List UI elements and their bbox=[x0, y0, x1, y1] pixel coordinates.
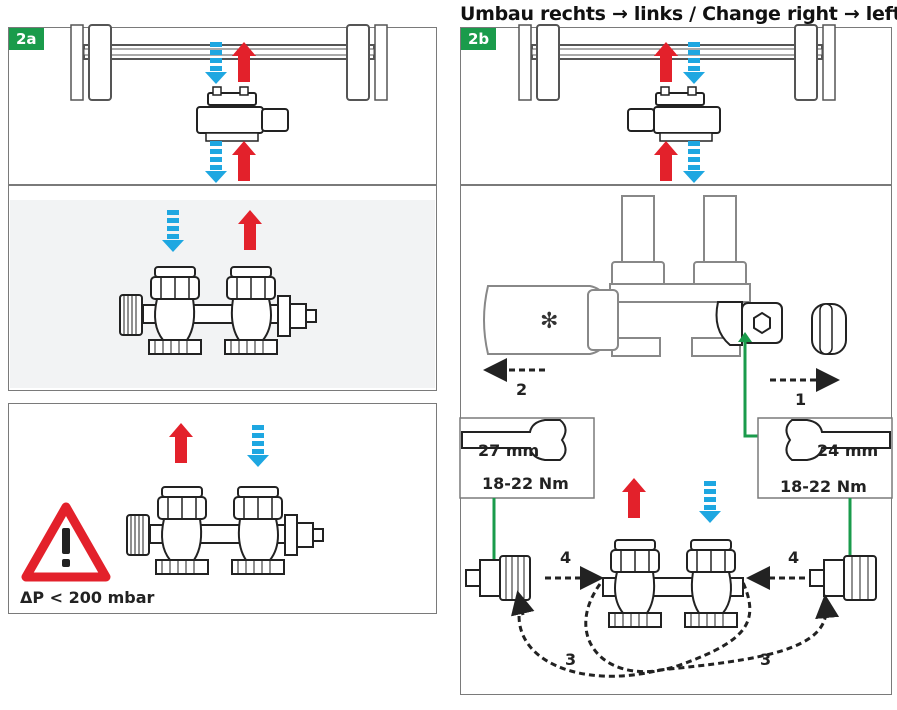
valve-block-warning bbox=[149, 486, 291, 575]
wrench-icon bbox=[461, 419, 567, 461]
valve-block-2b bbox=[602, 539, 744, 628]
red-arrow-up bbox=[622, 478, 646, 518]
panel-2a-tag: 2a bbox=[9, 28, 44, 50]
snowflake-icon: ✻ bbox=[540, 309, 558, 334]
step-label-2: 2 bbox=[516, 380, 528, 399]
radiator-illustration-2a bbox=[70, 24, 388, 101]
wrench-left-size: 27 mm bbox=[478, 441, 540, 460]
valve-insert-left bbox=[119, 294, 143, 336]
step-3-arrow-b bbox=[517, 594, 840, 678]
valve-insert-right-2b-bottom bbox=[809, 555, 877, 601]
step-label-4-right: 4 bbox=[788, 548, 800, 567]
step-label-3-left: 3 bbox=[565, 650, 577, 669]
step-3-arrow-a bbox=[584, 579, 752, 674]
green-leader-line bbox=[743, 340, 762, 438]
panel-2b-tag: 2b bbox=[461, 28, 497, 50]
cap-nut bbox=[811, 303, 847, 355]
thermostat-insert-right bbox=[284, 514, 324, 556]
warning-text: ΔP < 200 mbar bbox=[20, 588, 155, 607]
panel-warning bbox=[8, 403, 437, 614]
valve-insert-right-2b bbox=[715, 301, 783, 346]
wrench-right-size: 24 mm bbox=[817, 441, 879, 460]
step-label-3-right: 3 bbox=[760, 650, 772, 669]
blue-arrow-down bbox=[699, 481, 721, 523]
step-label-1: 1 bbox=[795, 390, 807, 409]
red-arrow-up bbox=[232, 141, 256, 181]
red-arrow-up bbox=[654, 141, 678, 181]
thermostat-head: ✻ bbox=[483, 285, 619, 355]
blue-arrow-down bbox=[247, 425, 269, 467]
wrench-icon bbox=[785, 419, 891, 461]
pipes-grey bbox=[609, 195, 751, 357]
panel-2a-divider bbox=[8, 184, 437, 186]
wrench-left-torque: 18-22 Nm bbox=[482, 474, 569, 493]
warning-triangle-icon bbox=[21, 502, 111, 582]
step-label-4-left: 4 bbox=[560, 548, 572, 567]
valve-top-view-2b bbox=[627, 86, 721, 142]
radiator-illustration-2b bbox=[518, 24, 836, 101]
blue-arrow-down bbox=[205, 141, 227, 183]
blue-arrow-down bbox=[683, 141, 705, 183]
valve-insert-left-2b bbox=[465, 555, 531, 601]
valve-top-view-2a bbox=[196, 86, 289, 142]
panel-2b-divider bbox=[460, 184, 892, 186]
red-arrow-up bbox=[169, 423, 193, 463]
page-heading: Umbau rechts → links / Change right → le… bbox=[460, 3, 897, 25]
thermostat-insert-right bbox=[277, 295, 317, 337]
valve-insert-left bbox=[126, 514, 150, 556]
wrench-right-torque: 18-22 Nm bbox=[780, 477, 867, 496]
valve-detail-background bbox=[10, 200, 435, 388]
